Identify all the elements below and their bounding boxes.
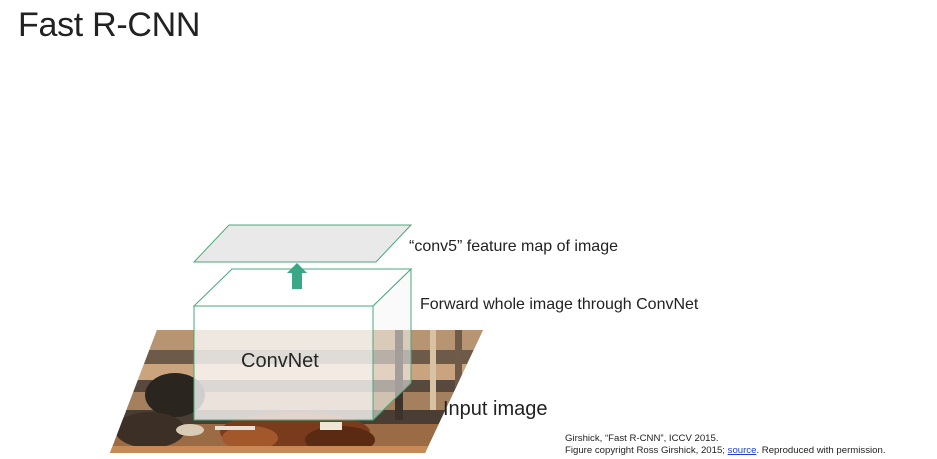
citation-line-1: Girshick, “Fast R-CNN”, ICCV 2015. (565, 433, 719, 444)
citation-permission: . Reproduced with permission. (756, 445, 886, 456)
slide-title: Fast R-CNN (18, 6, 201, 44)
conv5-feature-map (192, 224, 413, 263)
citation-copyright: Figure copyright Ross Girshick, 2015; (565, 445, 728, 456)
citation-line-2: Figure copyright Ross Girshick, 2015; so… (565, 445, 885, 457)
citation: Girshick, “Fast R-CNN”, ICCV 2015. Figur… (565, 433, 885, 457)
up-arrow-icon (287, 263, 307, 289)
source-link[interactable]: source (727, 445, 757, 456)
feature-map-label: “conv5” feature map of image (409, 238, 618, 255)
convnet-box (192, 267, 413, 422)
convnet-label: ConvNet (241, 350, 319, 372)
input-image-label: Input image (443, 398, 548, 420)
forward-label: Forward whole image through ConvNet (420, 296, 699, 313)
